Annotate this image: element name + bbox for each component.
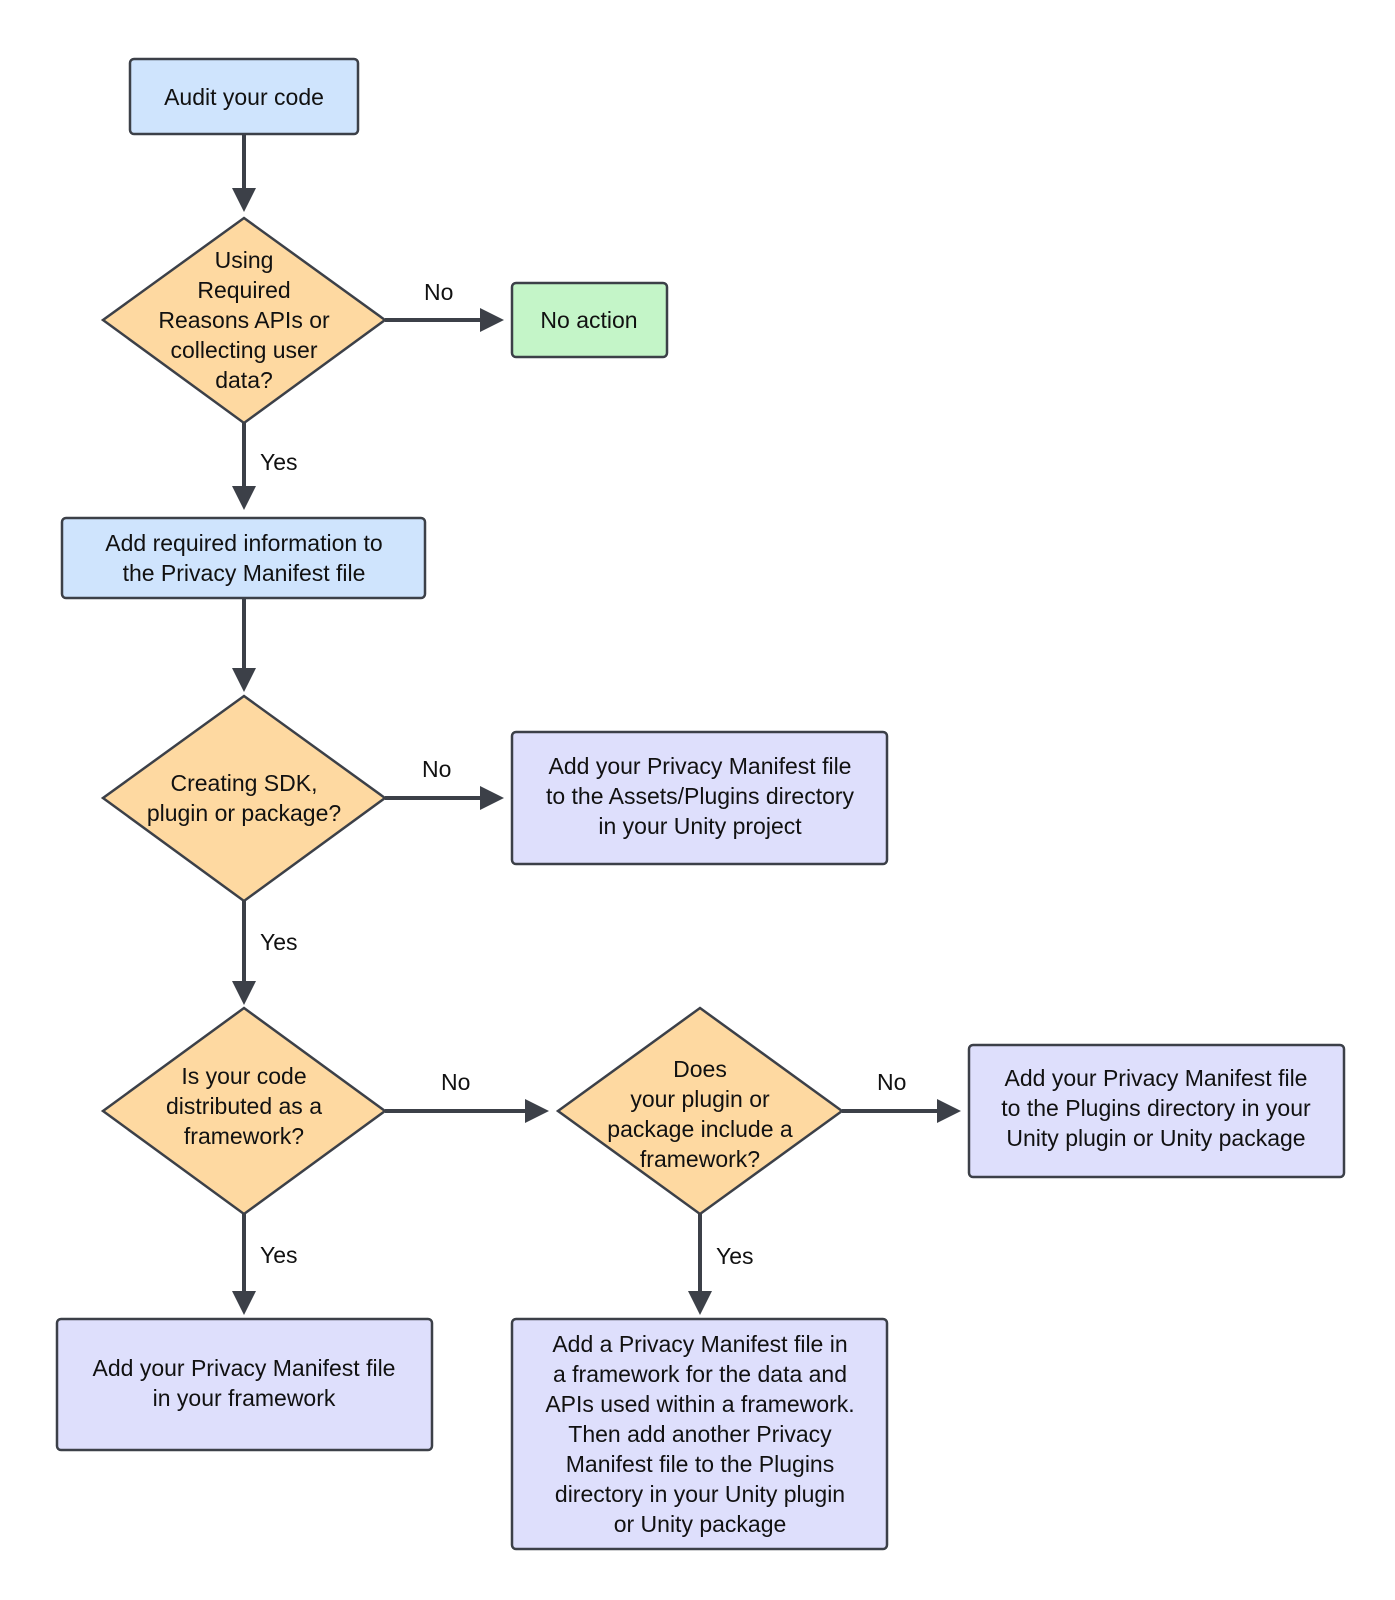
edge-label-framework-no: No (441, 1069, 470, 1095)
node-question-framework-label: Is your code distributed as a framework? (166, 1063, 322, 1149)
node-label-line: plugin or package? (147, 800, 341, 826)
edge-label-include-no: No (877, 1069, 906, 1095)
node-label-line: in your framework (153, 1385, 336, 1411)
node-plugins-directory: Add your Privacy Manifest file to the Plu… (967, 1043, 1346, 1179)
node-label-line: Then add another Privacy (568, 1421, 832, 1447)
node-label-line: the Privacy Manifest file (123, 560, 366, 586)
edge-label-apis-no: No (424, 279, 453, 305)
node-in-framework-label: Add your Privacy Manifest file in your fr… (93, 1355, 396, 1411)
node-audit: Audit your code (128, 57, 360, 136)
node-assets-plugins-label: Add your Privacy Manifest file to the Ass… (546, 753, 855, 839)
node-label-line: Add required information to (105, 530, 382, 556)
node-in-framework: Add your Privacy Manifest file in your fr… (55, 1317, 434, 1452)
node-question-include: Does your plugin or package include a frame… (555, 1006, 845, 1216)
node-label-line: in your Unity project (598, 813, 802, 839)
node-label-line: package include a (607, 1116, 793, 1142)
node-label-line: a framework for the data and (553, 1361, 847, 1387)
node-label-line: APIs used within a framework. (545, 1391, 854, 1417)
node-label-line: Creating SDK, (170, 770, 317, 796)
node-label-line: or Unity package (614, 1511, 787, 1537)
node-label-line: Unity plugin or Unity package (1006, 1125, 1305, 1151)
node-label-line: Add a Privacy Manifest file in (552, 1331, 847, 1357)
node-label-line: Add your Privacy Manifest file (1005, 1065, 1308, 1091)
node-label-line: collecting user (170, 337, 317, 363)
node-assets-plugins: Add your Privacy Manifest file to the Ass… (510, 730, 889, 866)
edge-label-sdk-no: No (422, 756, 451, 782)
node-label-line: to the Assets/Plugins directory (546, 783, 855, 809)
node-no-action-label: No action (540, 307, 637, 333)
node-label-line: framework? (184, 1123, 304, 1149)
node-both-manifests-label: Add a Privacy Manifest file in a framewor… (545, 1331, 854, 1537)
node-label-line: Add your Privacy Manifest file (549, 753, 852, 779)
node-label-line: distributed as a (166, 1093, 322, 1119)
node-both-manifests: Add a Privacy Manifest file in a framewor… (510, 1317, 889, 1551)
node-label-line: your plugin or (630, 1086, 770, 1112)
edge-labels: No Yes No Yes No Yes No Yes (260, 279, 906, 1269)
node-label-line: Is your code (181, 1063, 306, 1089)
node-label-line: Does (673, 1056, 727, 1082)
node-label-line: Manifest file to the Plugins (566, 1451, 834, 1477)
node-label-line: Required (197, 277, 290, 303)
node-plugins-directory-label: Add your Privacy Manifest file to the Plu… (1001, 1065, 1311, 1151)
node-label-line: directory in your Unity plugin (555, 1481, 845, 1507)
node-question-sdk: Creating SDK, plugin or package? (100, 694, 388, 903)
node-add-info: Add required information to the Privacy M… (60, 516, 427, 600)
edge-label-sdk-yes: Yes (260, 929, 298, 955)
node-label-line: No action (540, 307, 637, 333)
node-add-info-label: Add required information to the Privacy M… (105, 530, 382, 586)
node-label-line: Audit your code (164, 84, 324, 110)
node-no-action: No action (510, 281, 669, 359)
node-label-line: framework? (640, 1146, 760, 1172)
node-label-line: Using (215, 247, 274, 273)
node-question-framework: Is your code distributed as a framework? (100, 1006, 388, 1216)
edge-label-include-yes: Yes (716, 1243, 754, 1269)
node-label-line: data? (215, 367, 273, 393)
node-question-include-label: Does your plugin or package include a frame… (607, 1056, 793, 1172)
edge-label-apis-yes: Yes (260, 449, 298, 475)
node-label-line: Add your Privacy Manifest file (93, 1355, 396, 1381)
node-label-line: Reasons APIs or (158, 307, 330, 333)
node-audit-label: Audit your code (164, 84, 324, 110)
node-question-sdk-label: Creating SDK, plugin or package? (147, 770, 341, 826)
edges (232, 134, 961, 1315)
node-label-line: to the Plugins directory in your (1001, 1095, 1311, 1121)
edge-label-framework-yes: Yes (260, 1242, 298, 1268)
